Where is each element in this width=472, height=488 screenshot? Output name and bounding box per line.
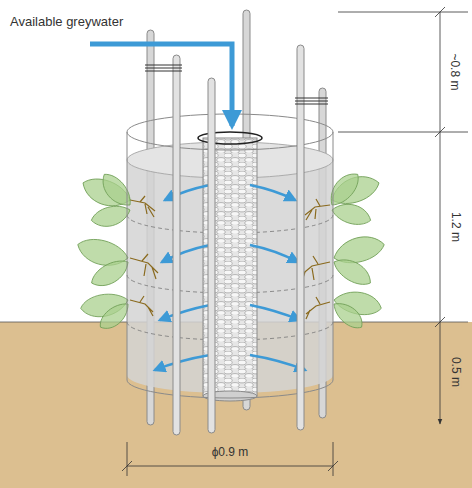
support-poles-front [173,45,304,435]
pole-ties [145,65,328,104]
dimension-label: 1.2 m [448,210,462,244]
inflow-label: Available greywater [8,15,125,30]
dimension-label: ~0.8 m [448,51,462,92]
plant-leaves [74,168,387,334]
dimension-label: ϕ0.9 m [210,446,251,460]
dimension-label: 0.5 m [448,355,462,389]
dimension-lines [122,7,468,476]
inflow-arrow [90,44,232,126]
